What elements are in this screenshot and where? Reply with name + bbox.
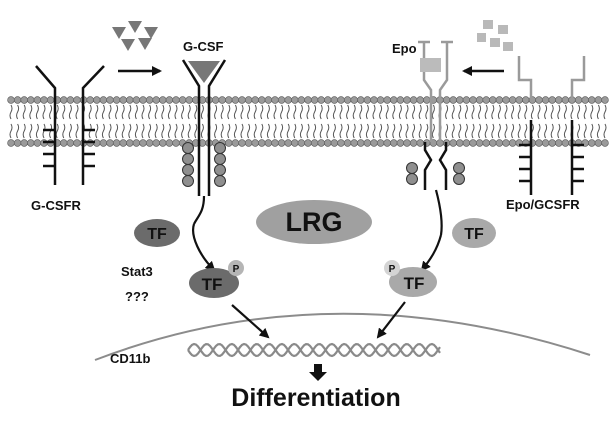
tf-right-label: TF [464, 226, 484, 243]
phospho-left [228, 260, 244, 276]
unknown-label: ??? [125, 289, 149, 304]
cd11b-label: CD11b [110, 351, 151, 366]
nuclear-membrane [94, 312, 591, 361]
epo-free-ligands [477, 20, 513, 51]
epo-label: Epo [392, 41, 417, 56]
activation-arrow-left [192, 223, 216, 272]
gcsf-label: G-CSF [183, 39, 224, 54]
epo-gcsfr-label: Epo/GCSFR [506, 197, 580, 212]
tf-right-unphosphorylated [452, 218, 496, 248]
stat3-label: Stat3 [121, 264, 153, 279]
lrg-label: LRG [286, 207, 343, 237]
tf-to-dna-arrow-right [376, 301, 406, 339]
lrg-ellipse [256, 200, 372, 244]
epo-receptor-bound [406, 40, 465, 236]
epo-bound-ligand [420, 58, 441, 72]
cd11b-dna-helix [187, 342, 441, 358]
gcsf-free-ligands [112, 21, 158, 51]
epo-gcsfr-chimera [517, 56, 586, 195]
tf-left-p-label: TF [202, 275, 223, 294]
tf-to-dna-arrow-left [231, 304, 270, 339]
activation-arrow-right [420, 234, 443, 272]
down-arrow [309, 364, 327, 381]
differentiation-label: Differentiation [231, 384, 400, 412]
gcsfr-bound [181, 59, 227, 225]
phospho-right-label: P [389, 264, 396, 275]
gcsfr-unbound [35, 65, 105, 185]
tf-left-unphosphorylated [134, 219, 180, 247]
tf-left-label: TF [147, 226, 167, 243]
tf-right-p-label: TF [404, 274, 425, 293]
phospho-left-label: P [233, 264, 240, 275]
gcsfr-label: G-CSFR [31, 198, 81, 213]
tf-right-phosphorylated [389, 267, 437, 297]
cell-membrane [7, 96, 609, 147]
gcsf-bound-ligand [188, 61, 220, 83]
tf-left-phosphorylated [189, 268, 239, 298]
phospho-right [384, 260, 400, 276]
